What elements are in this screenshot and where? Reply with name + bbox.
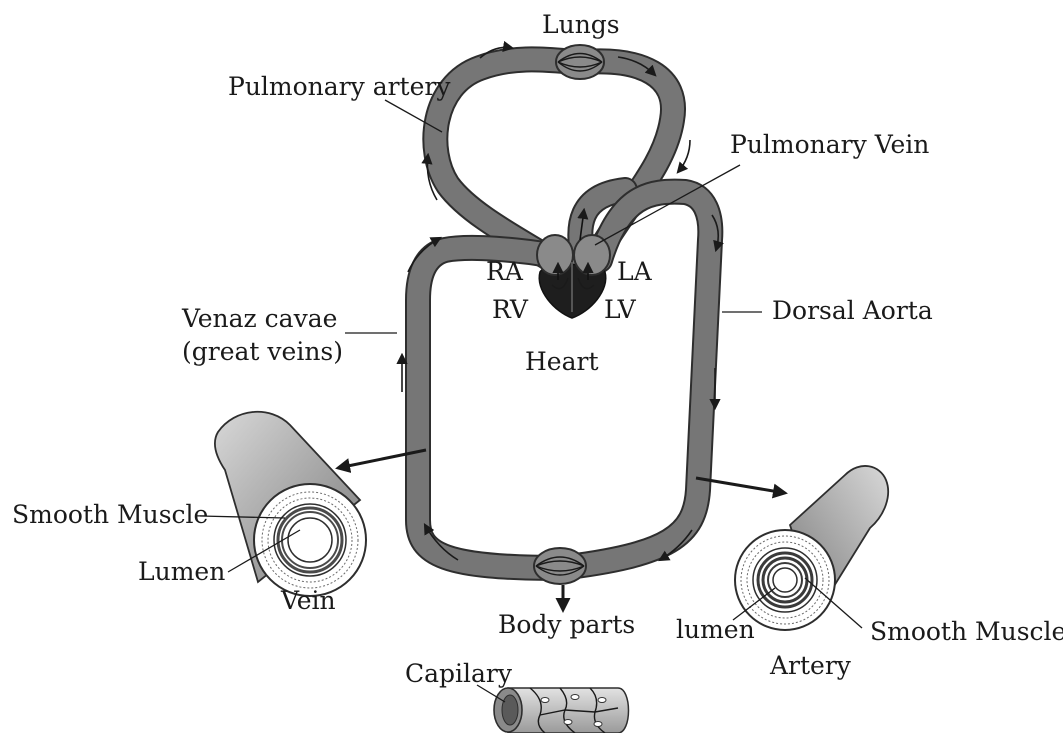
capillary-tube <box>494 688 629 733</box>
label-rv: RV <box>492 295 529 324</box>
label-lumen-artery: lumen <box>676 615 755 644</box>
label-la: LA <box>617 257 653 286</box>
body-capillary-bed <box>534 548 586 584</box>
label-pulmonary-artery: Pulmonary artery <box>228 72 451 101</box>
label-venae-cavae: Venaz cavae <box>181 304 337 333</box>
label-ra: RA <box>486 257 524 286</box>
pulmonary-vein-vessel <box>580 61 673 262</box>
label-pulmonary-vein: Pulmonary Vein <box>730 130 929 159</box>
label-dorsal-aorta: Dorsal Aorta <box>772 296 933 325</box>
lung-capillary-bed <box>556 45 604 79</box>
label-capillary: Capilary <box>405 659 513 688</box>
label-vein: Vein <box>280 586 336 615</box>
label-lungs: Lungs <box>542 10 620 39</box>
label-lumen-vein: Lumen <box>138 557 225 586</box>
label-great-veins: (great veins) <box>182 337 343 366</box>
venae-cavae-vessel <box>418 248 560 568</box>
label-smooth-muscle-vein: Smooth Muscle <box>12 500 208 529</box>
label-body-parts: Body parts <box>498 610 635 639</box>
label-lv: LV <box>604 295 637 324</box>
label-smooth-muscle-artery: Smooth Muscle <box>870 617 1063 646</box>
artery-cross-section <box>735 466 888 630</box>
label-artery: Artery <box>769 651 852 680</box>
label-heart: Heart <box>525 347 599 376</box>
vein-cross-section <box>215 412 366 596</box>
